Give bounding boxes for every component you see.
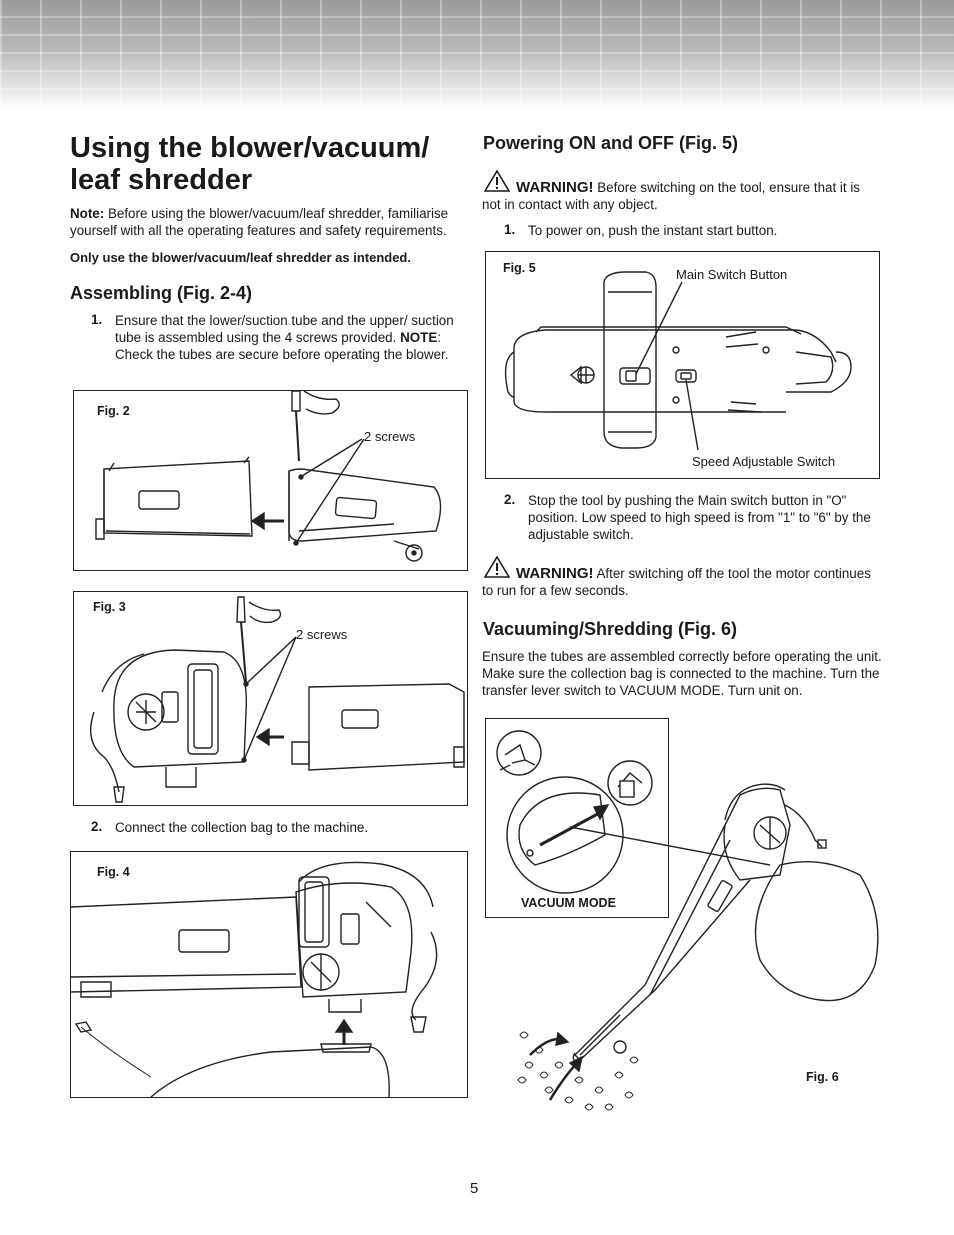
warning-icon (484, 170, 510, 192)
assembling-heading: Assembling (Fig. 2-4) (70, 283, 253, 303)
powering-step2-text: Stop the tool by pushing the Main switch… (528, 493, 871, 542)
figure-3: Fig. 3 2 screws (73, 591, 468, 806)
vacuuming-text: Ensure the tubes are assembled correctly… (482, 649, 882, 698)
page-title: Using the blower/vacuum/ leaf shredder (70, 132, 430, 196)
figure-2-callout: 2 screws (364, 429, 416, 444)
figure-6-callout: VACUUM MODE (521, 896, 616, 910)
figure-5-label: Fig. 5 (503, 261, 536, 275)
assembling-step1: Ensure that the lower/suction tube and t… (115, 312, 470, 363)
figure-2-illustration (95, 391, 442, 562)
header-banner (0, 0, 954, 108)
warning-icon (484, 556, 510, 578)
figure-5: Fig. 5 Main Switch Button Speed Adjustab… (485, 251, 880, 479)
note-text: Before using the blower/vacuum/leaf shre… (70, 206, 449, 238)
figure-4: Fig. 4 (70, 851, 468, 1098)
intro-note: Note: Before using the blower/vacuum/lea… (70, 205, 470, 239)
warning-1-text: Before switching on the tool, ensure tha… (482, 180, 860, 212)
figure-3-illustration (90, 596, 465, 803)
assembling-note-label: NOTE (400, 330, 438, 345)
warning-2: WARNING! After switching off the tool th… (482, 565, 882, 599)
assembling-step1-text: Ensure that the lower/suction tube and t… (115, 313, 454, 345)
only-use-text: Only use the blower/vacuum/leaf shredder… (70, 250, 411, 265)
warning-1-label: WARNING! (516, 179, 594, 196)
figure-2: Fig. 2 2 screws (73, 390, 468, 571)
note-label: Note: (70, 206, 105, 221)
vacuuming-heading: Vacuuming/Shredding (Fig. 6) (483, 619, 738, 639)
figure-4-illustration (71, 861, 438, 1097)
assembling-note-text: : Check the tubes are secure before oper… (115, 330, 449, 362)
figure-2-label: Fig. 2 (97, 404, 130, 418)
assembling-step2-number: 2. (91, 819, 103, 834)
figure-3-callout: 2 screws (296, 627, 348, 642)
assembling-step2-text: Connect the collection bag to the machin… (115, 820, 369, 835)
warning-2-text: After switching off the tool the motor c… (482, 566, 871, 598)
powering-step1-number: 1. (504, 222, 516, 237)
figure-4-label: Fig. 4 (97, 865, 130, 879)
figure-5-callout-main-switch: Main Switch Button (676, 267, 788, 282)
figure-6-inset (485, 718, 669, 918)
figure-5-callout-speed-switch: Speed Adjustable Switch (692, 454, 836, 469)
warning-1: WARNING! Before switching on the tool, e… (482, 179, 882, 213)
figure-6-label: Fig. 6 (806, 1070, 839, 1084)
figure-3-label: Fig. 3 (93, 600, 126, 614)
warning-2-label: WARNING! (516, 565, 594, 582)
powering-heading: Powering ON and OFF (Fig. 5) (483, 133, 738, 153)
page-number: 5 (470, 1180, 479, 1197)
figure-5-illustration (504, 271, 852, 451)
powering-step1-text: To power on, push the instant start butt… (528, 223, 778, 238)
assembling-step1-number: 1. (91, 312, 103, 327)
figure-6-illustration (496, 730, 879, 1111)
powering-step2-number: 2. (504, 492, 516, 507)
